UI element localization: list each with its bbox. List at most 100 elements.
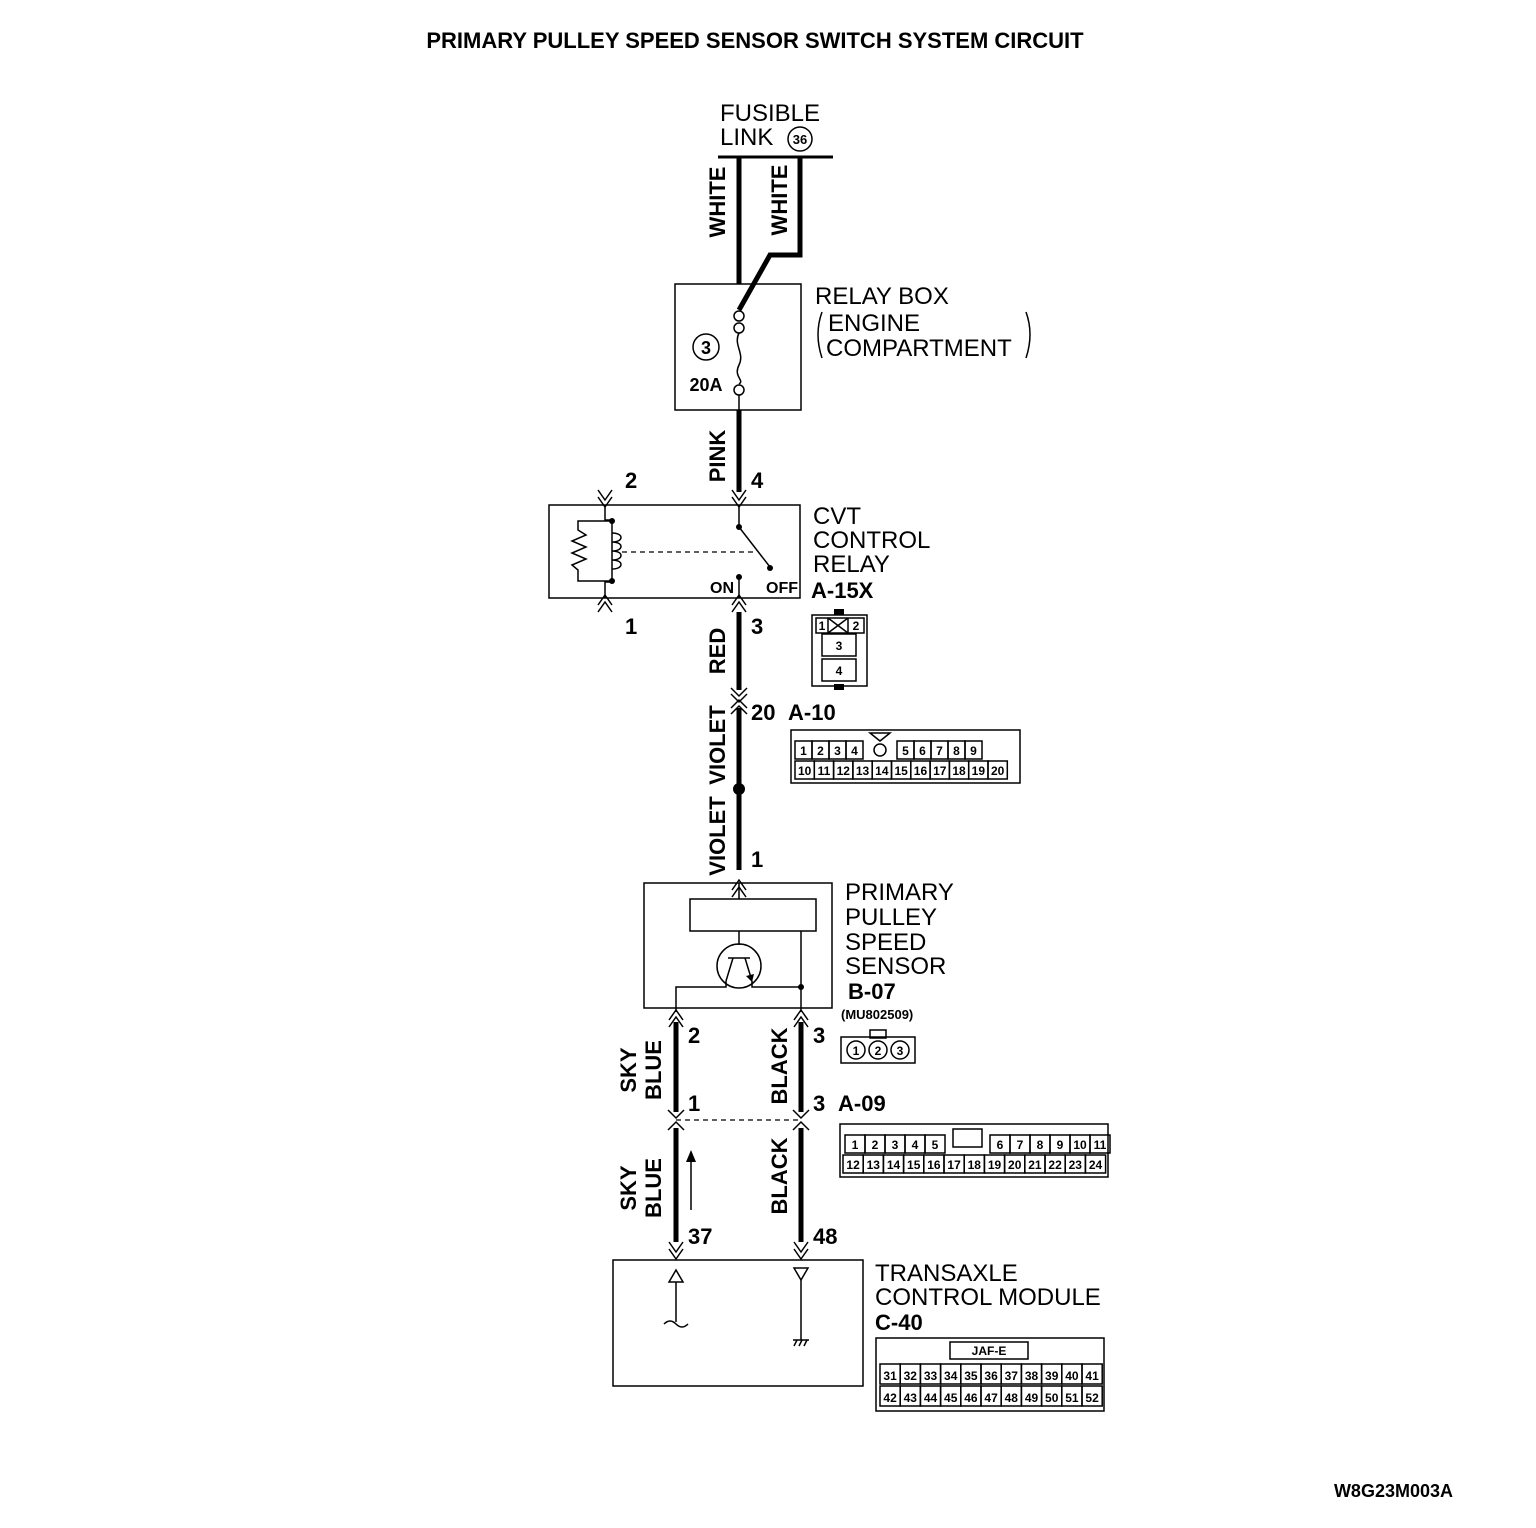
connector-pin-number: 17 <box>933 764 947 778</box>
cvt-relay-label-3: RELAY <box>813 551 890 578</box>
face-b07-cavity-1 <box>846 1040 866 1060</box>
connector-pin-number: 34 <box>944 1369 958 1383</box>
connector-pin-cell <box>1084 1154 1107 1174</box>
contact-off-node <box>767 565 773 571</box>
connector-pin-number: 5 <box>932 1138 939 1152</box>
tcm-pin-37: 37 <box>688 1224 712 1249</box>
wire-label-black-lower: BLACK <box>767 1137 792 1214</box>
relay-box: 3 20A RELAY BOX ENGINE COMPARTMENT <box>674 283 1031 411</box>
sensor-label-3: SPEED <box>845 929 926 956</box>
connector-pin-cell <box>845 740 864 760</box>
wire-label-violet-upper: VIOLET <box>705 705 730 785</box>
connector-pin-number: 20 <box>1008 1158 1022 1172</box>
cvt-relay-pin-4: 4 <box>751 468 764 493</box>
relay-box-paren-right <box>1025 311 1031 359</box>
fuse-number: 3 <box>701 338 711 358</box>
fusible-link-number: 36 <box>793 132 807 147</box>
face-b07-cavity-3 <box>890 1040 910 1060</box>
connector-pin-number: 11 <box>818 764 831 778</box>
signal-flow-arrow-head <box>686 1150 696 1162</box>
wire-label-pink: PINK <box>705 430 730 483</box>
connector-pin-number: 4 <box>851 744 858 758</box>
fusible-link-label-1: FUSIBLE <box>720 100 820 127</box>
fusible-link-circle <box>787 126 813 152</box>
connector-mark-pin1 <box>597 593 613 613</box>
connector-pin-cell <box>924 1134 946 1154</box>
connector-pin-number: 52 <box>1085 1391 1099 1405</box>
wire-label-sky-lower: SKY <box>616 1165 641 1211</box>
connector-pin-number: 10 <box>1073 1138 1087 1152</box>
wire-label-violet-lower: VIOLET <box>705 796 730 876</box>
connector-pin-number: 1 <box>800 744 807 758</box>
face-a15x-pin-4: 4 <box>836 664 843 678</box>
connector-pin-number: 36 <box>984 1369 998 1383</box>
cvt-relay-label-1: CVT <box>813 503 861 530</box>
face-a15x-key-bottom <box>834 684 844 690</box>
connector-pin-number: 16 <box>914 764 928 778</box>
wire-label-sky-upper: SKY <box>616 1047 641 1093</box>
connector-pin-number: 37 <box>1005 1369 1019 1383</box>
contact-off-label: OFF <box>766 580 798 597</box>
sensor-ic-block <box>689 898 817 932</box>
primary-pulley-speed-sensor: PRIMARY PULLEY SPEED SENSOR B-07 (MU8025… <box>643 879 954 1022</box>
connector-pin-number: 49 <box>1025 1391 1039 1405</box>
wire-label-red: RED <box>705 628 730 674</box>
fuse-terminal-3 <box>733 384 745 396</box>
sensor-label-4: SENSOR <box>845 953 946 980</box>
connector-pin-number: 48 <box>1005 1391 1019 1405</box>
connector-pin-number: 9 <box>1057 1138 1064 1152</box>
connector-key-mark <box>867 732 893 742</box>
connector-pin-number: 45 <box>944 1391 958 1405</box>
connector-pin-number: 15 <box>907 1158 921 1172</box>
sensor-connector-id: B-07 <box>848 979 896 1004</box>
connector-pin-number: 15 <box>894 764 908 778</box>
connector-pin-number: 10 <box>798 764 812 778</box>
face-a15x-cell3 <box>821 633 857 657</box>
connector-pin-number: 17 <box>947 1158 961 1172</box>
tcm-outline <box>612 1259 864 1387</box>
sensor-pin-3: 3 <box>813 1023 825 1048</box>
fusible-link: FUSIBLE LINK 36 <box>718 100 833 159</box>
connector-pin-number: 5 <box>902 744 909 758</box>
relay-box-label-2: ENGINE <box>828 310 920 337</box>
face-a15x-pin-1: 1 <box>819 619 826 633</box>
face-a15x-cell4 <box>821 658 857 682</box>
connector-pin-number: 47 <box>984 1391 998 1405</box>
face-c40-outline <box>875 1337 1105 1412</box>
connector-pin-number: 14 <box>875 764 889 778</box>
tcm-input-tilde <box>663 1320 689 1328</box>
fuse-element <box>736 332 742 385</box>
a09-pin-left: 1 <box>688 1091 700 1116</box>
coil-node-bottom <box>609 578 615 584</box>
connector-pin-number: 8 <box>1037 1138 1044 1152</box>
connector-pin-number: 3 <box>834 744 841 758</box>
connector-pin-number: 3 <box>892 1138 899 1152</box>
connector-pin-number: 18 <box>968 1158 982 1172</box>
connector-pin-number: 16 <box>927 1158 941 1172</box>
fuse-terminal-1 <box>733 310 745 322</box>
face-a15x-pin-2: 2 <box>853 619 860 633</box>
figure-id: W8G23M003A <box>1334 1481 1453 1501</box>
face-b07-lock <box>869 1029 887 1039</box>
contact-blade <box>738 526 771 568</box>
connector-pin-number: 33 <box>924 1369 938 1383</box>
connector-lock-tab <box>952 1128 983 1148</box>
face-a15x-x2 <box>827 617 849 634</box>
connector-pin-number: 40 <box>1065 1369 1079 1383</box>
connector-pin-number: 19 <box>972 764 986 778</box>
tcm-ground-triangle <box>792 1267 810 1282</box>
contact-on-label: ON <box>710 580 734 597</box>
connector-pin-number: 18 <box>952 764 966 778</box>
connector-pin-number: 43 <box>904 1391 918 1405</box>
connector-pin-number: 2 <box>872 1138 879 1152</box>
connector-pin-cell <box>964 740 983 760</box>
connector-pin-number: 44 <box>924 1391 938 1405</box>
connector-pin-cell <box>987 760 1009 780</box>
connector-pin-number: 6 <box>919 744 926 758</box>
connector-lock-hole <box>873 743 887 757</box>
sensor-label-2: PULLEY <box>845 904 937 931</box>
connector-pin-number: 46 <box>964 1391 978 1405</box>
